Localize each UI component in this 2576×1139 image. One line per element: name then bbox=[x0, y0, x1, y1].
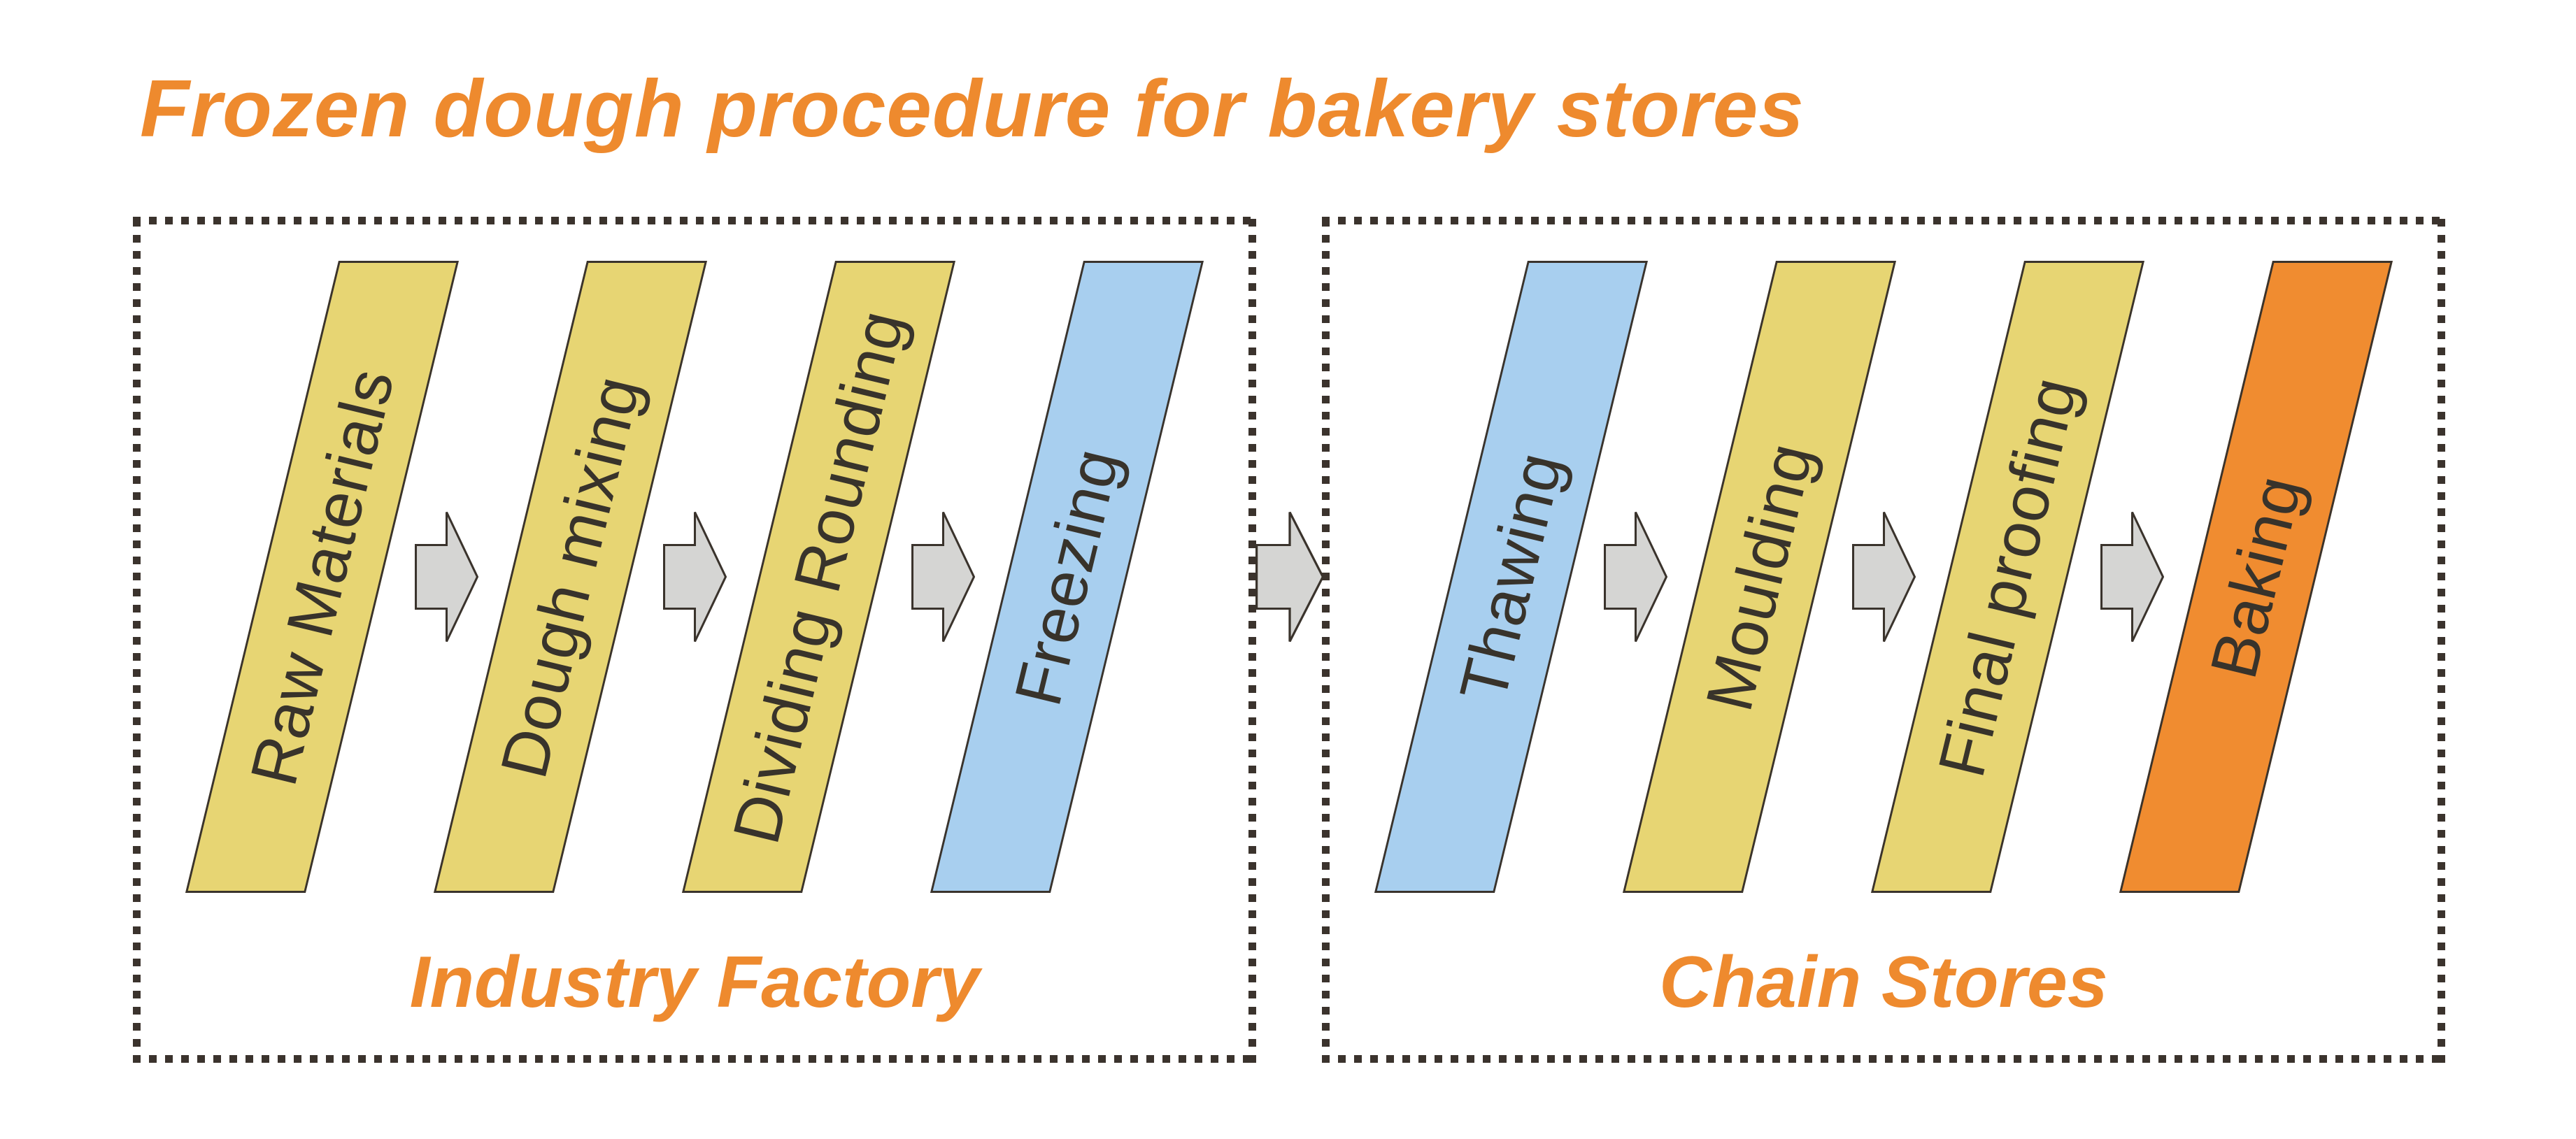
transfer-arrow-icon bbox=[1255, 511, 1324, 643]
chain-stores-label: Chain Stores bbox=[1659, 942, 2108, 1023]
step-arrow-icon bbox=[662, 511, 727, 643]
industry-factory-label: Industry Factory bbox=[409, 942, 980, 1023]
step-arrow-icon bbox=[1851, 511, 1916, 643]
step-arrow-icon bbox=[2100, 511, 2164, 643]
step-arrow-icon bbox=[414, 511, 478, 643]
page-title: Frozen dough procedure for bakery stores bbox=[140, 63, 1805, 154]
process-step-baking: Baking bbox=[2119, 261, 2393, 893]
step-arrow-icon bbox=[1603, 511, 1667, 643]
step-arrow-icon bbox=[911, 511, 975, 643]
process-step-freezing: Freezing bbox=[930, 261, 1204, 893]
